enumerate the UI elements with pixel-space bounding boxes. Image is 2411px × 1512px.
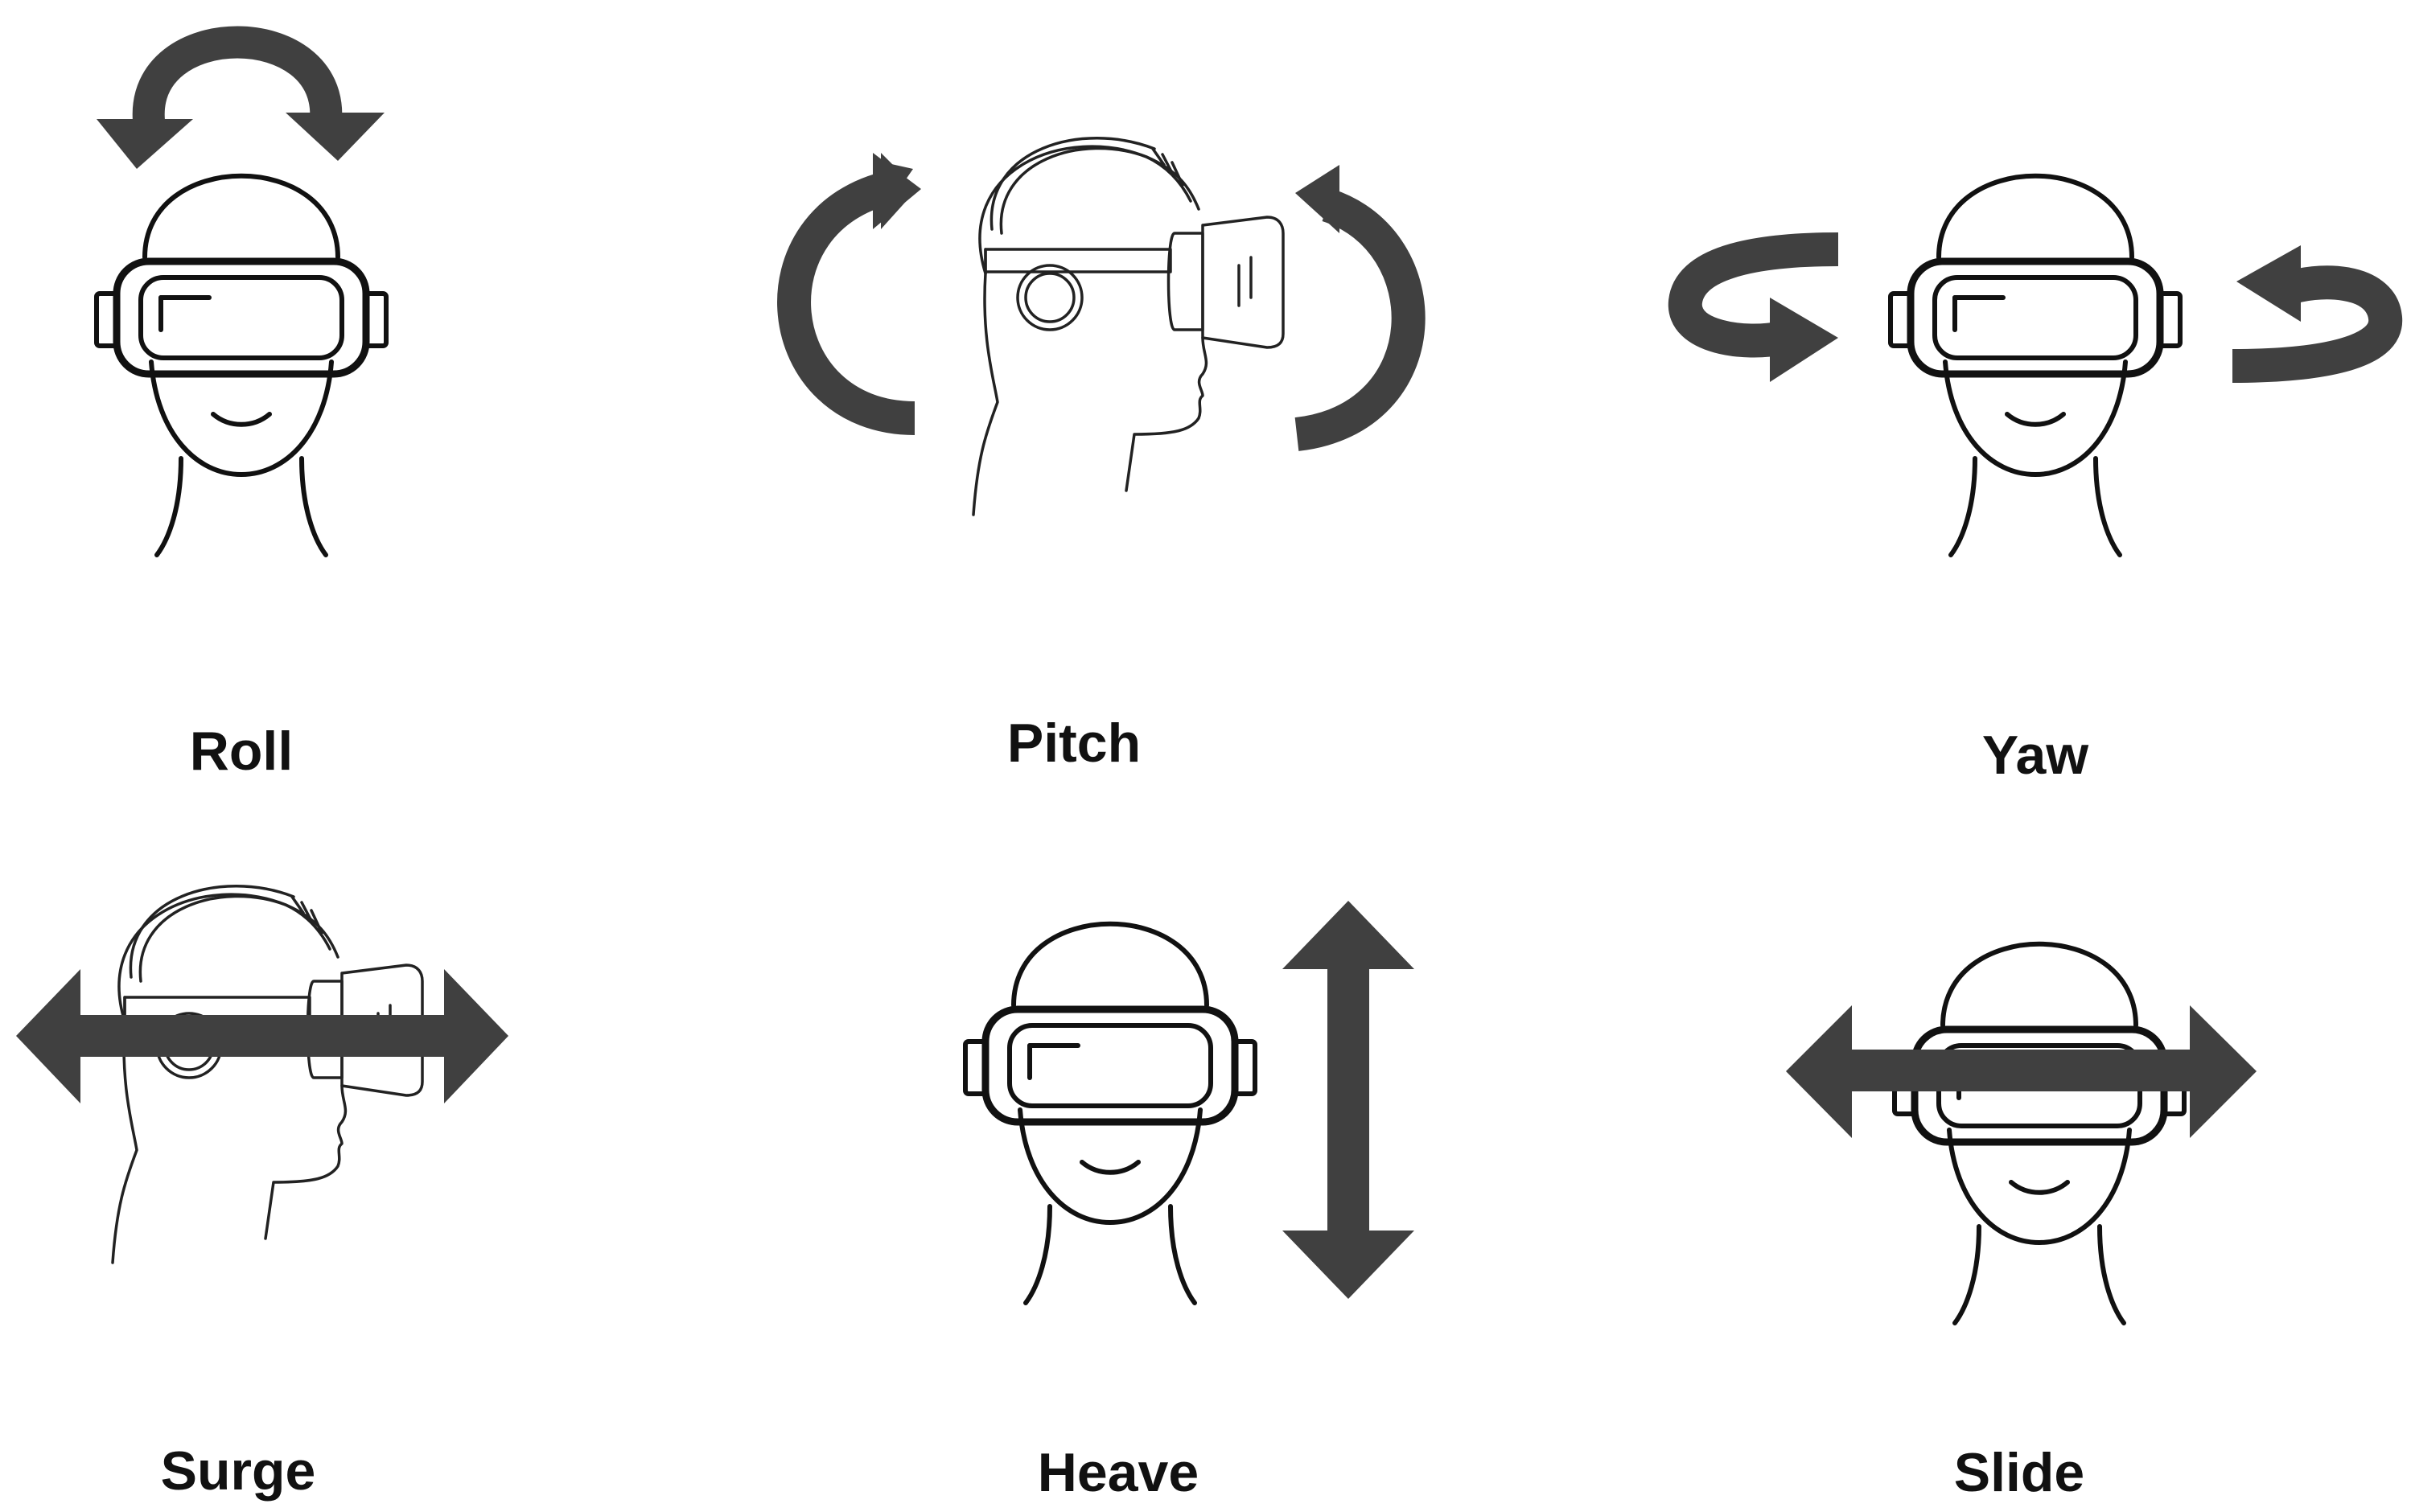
heave-icon — [965, 901, 1414, 1303]
heave-label: Heave — [1037, 1442, 1199, 1503]
yaw-icon — [1668, 176, 2403, 555]
surge-icon — [16, 885, 508, 1264]
roll-icon — [97, 26, 386, 556]
roll-label: Roll — [189, 721, 294, 782]
yaw-label: Yaw — [1981, 725, 2089, 786]
pitch-label: Pitch — [1006, 713, 1142, 774]
slide-icon — [1786, 944, 2257, 1323]
surge-label: Surge — [160, 1440, 316, 1502]
slide-label: Slide — [1953, 1442, 2085, 1503]
pitch-icon — [777, 137, 1426, 516]
